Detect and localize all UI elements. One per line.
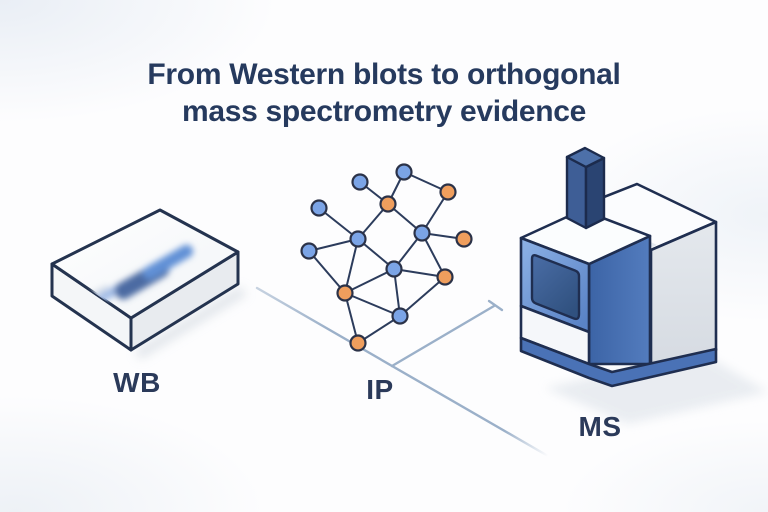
network-node-blue [310, 199, 328, 217]
title-line-2: mass spectrometry evidence [181, 95, 587, 129]
ip-network-illustration [300, 163, 473, 352]
network-edge [308, 250, 346, 294]
network-edge [344, 292, 401, 317]
network-node-orange [439, 183, 457, 201]
label-ms: MS [578, 411, 622, 442]
network-node-blue [391, 307, 409, 325]
network-node-orange [455, 230, 473, 248]
ms-base-band [519, 336, 718, 388]
ms-ground-shadow [545, 352, 768, 424]
network-node-orange [349, 334, 367, 352]
network-node-blue [385, 260, 403, 278]
network-node-orange [336, 284, 354, 302]
mass-spec-illustration [519, 146, 768, 424]
network-node-orange [436, 268, 454, 286]
network-node-orange [379, 195, 397, 213]
network-node-blue [413, 224, 431, 242]
wb-shadow [135, 286, 247, 360]
network-node-blue [395, 163, 413, 181]
page-title: From Western blots to orthogonal mass sp… [0, 56, 768, 130]
label-wb: WB [113, 367, 161, 398]
network-edge [393, 268, 446, 278]
network-edge [344, 292, 359, 344]
connector-branch-line [390, 304, 496, 368]
ms-screen-window [530, 253, 581, 321]
title-line-1: From Western blots to orthogonal [147, 58, 621, 92]
gel-band-medium [142, 244, 194, 280]
ms-chimney-top-face [565, 146, 606, 169]
western-blot-illustration [50, 208, 247, 360]
network-node-blue [300, 242, 318, 260]
network-edge [344, 238, 359, 294]
network-edge [344, 268, 395, 294]
network-node-blue [349, 230, 367, 248]
label-ip: IP [366, 374, 394, 405]
connector-main-line [255, 286, 550, 458]
network-edge [399, 276, 446, 317]
ms-chimney-left-face [565, 155, 588, 230]
connector-lines [255, 286, 550, 458]
connector-branch-tick [487, 299, 504, 312]
network-node-blue [351, 173, 369, 191]
ms-chimney [565, 146, 606, 230]
ms-chimney-right-face [584, 156, 606, 230]
